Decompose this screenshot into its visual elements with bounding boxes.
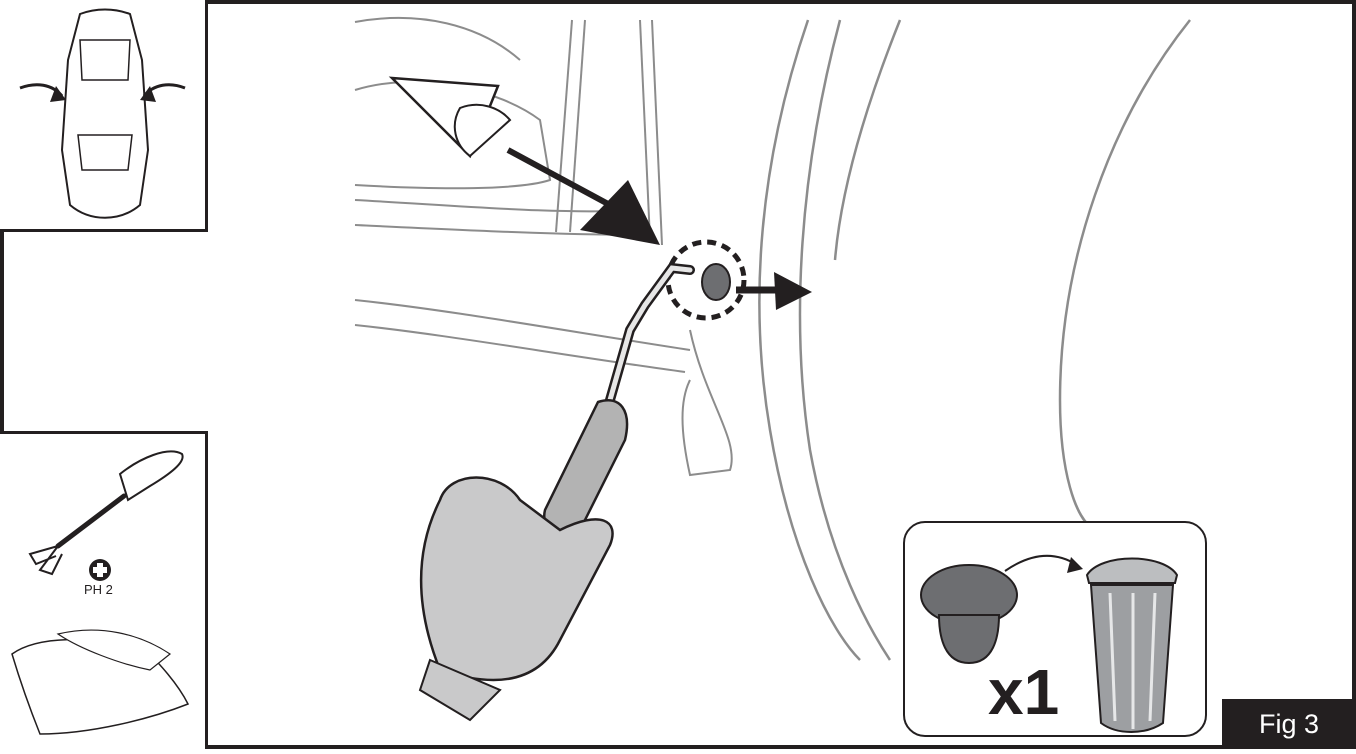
phillips-bit-label: PH 2 <box>84 582 113 597</box>
clip-highlight-circle <box>665 239 747 321</box>
figure-label: Fig 3 <box>1222 699 1356 749</box>
wheel-arch-lines <box>758 19 1191 661</box>
tools-illustration <box>11 450 190 735</box>
disposal-callout <box>903 521 1207 737</box>
clip-icon <box>920 564 1018 665</box>
phillips-bit-icon <box>89 559 111 581</box>
trash-can-icon <box>1085 557 1179 733</box>
car-orientation-panel <box>0 0 208 232</box>
quantity-label: x1 <box>988 656 1060 728</box>
tools-panel <box>0 431 208 749</box>
trim-tool-icon <box>28 450 184 576</box>
glove-cuff <box>418 658 502 722</box>
curved-arrow-icon <box>1004 554 1078 572</box>
trim-removal-tool <box>542 262 695 536</box>
car-top-view-icon <box>19 8 186 219</box>
door-panel-lines <box>354 16 733 477</box>
clip-part <box>701 263 731 301</box>
cloth-icon <box>11 629 190 735</box>
direction-arrow-icon <box>506 147 660 245</box>
discard-clip-illustration <box>920 554 1179 733</box>
pointer-wedge-icon <box>388 76 512 159</box>
removal-arrow-icon <box>736 272 812 310</box>
gloved-hand <box>419 476 614 682</box>
